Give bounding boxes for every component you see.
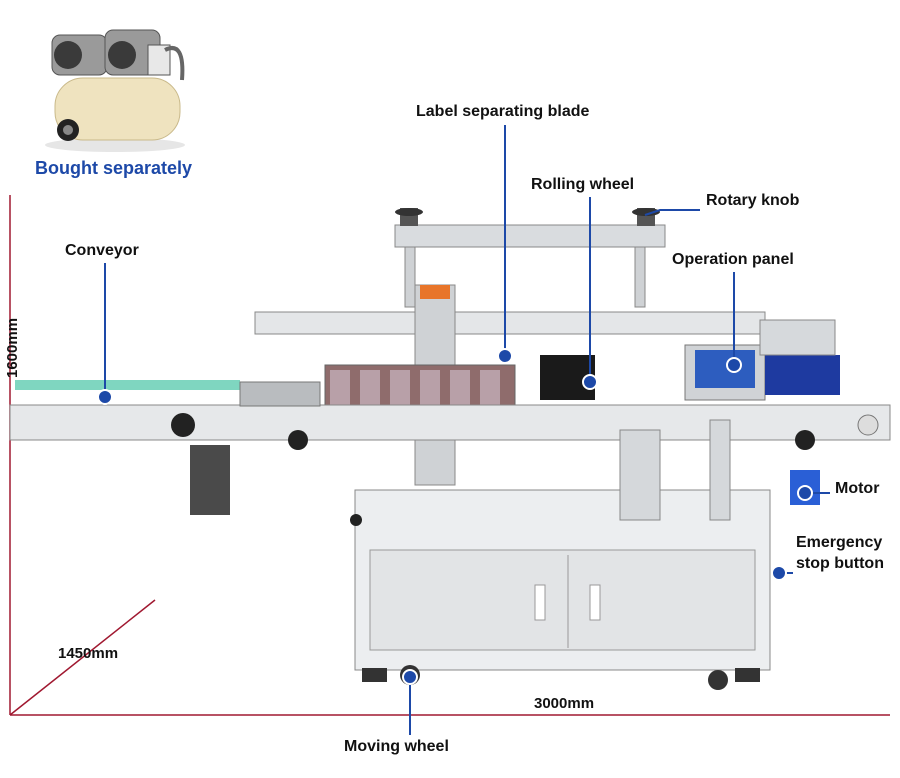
conveyor	[9, 380, 891, 515]
callout-dot-emergency	[771, 565, 787, 581]
conveyor-callout: Conveyor	[65, 242, 139, 259]
operation-panel-callout: Operation panel	[672, 251, 794, 268]
callout-dot-rolling-wheel	[582, 374, 598, 390]
motor-callout: Motor	[835, 480, 880, 497]
dimension-lines	[9, 195, 890, 716]
rolling-wheel-callout: Rolling wheel	[531, 176, 635, 193]
callout-dot-operation-panel	[726, 357, 742, 373]
depth-dimension: 1450mm	[58, 645, 119, 662]
callout-dots	[97, 348, 813, 685]
emergency-stop-line-2: stop button	[796, 555, 884, 572]
bought-separately-label: Bought separately	[35, 158, 193, 178]
moving-wheel-callout: Moving wheel	[344, 738, 449, 755]
callout-dot-conveyor	[97, 389, 113, 405]
emergency-stop-line-1: Emergency	[796, 534, 883, 551]
air-compressor	[45, 29, 185, 152]
base-cabinet	[350, 419, 820, 690]
rotary-knob-callout: Rotary knob	[706, 192, 800, 209]
operation-panel	[684, 319, 840, 401]
emergency-stop-button-callout: Emergency stop button	[796, 532, 884, 574]
callout-dot-motor	[797, 485, 813, 501]
callout-lines	[104, 125, 830, 735]
height-dimension: 1600mm	[4, 317, 21, 378]
label-separating-blade-callout: Label separating blade	[416, 103, 590, 120]
callout-dot-blade	[497, 348, 513, 364]
callout-dot-moving-wheel	[402, 669, 418, 685]
labeling-head	[254, 284, 766, 486]
width-dimension: 3000mm	[534, 695, 595, 712]
machine-top-frame	[394, 208, 666, 308]
